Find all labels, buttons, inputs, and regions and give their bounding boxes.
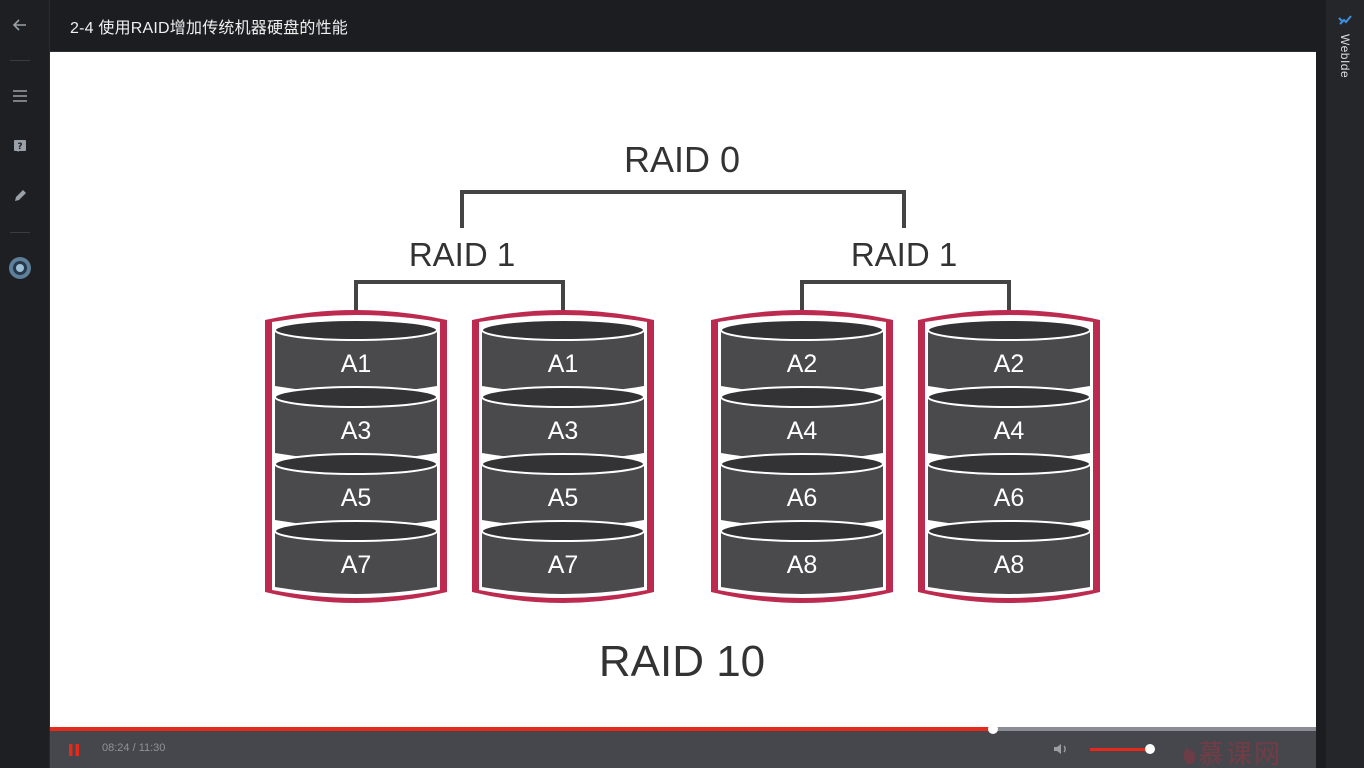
progress-bar[interactable] [50, 724, 1316, 734]
webide-label: WebIde [1338, 34, 1352, 79]
video-title: 2-4 使用RAID增加传统机器硬盘的性能 [70, 19, 348, 37]
player-controls: 08:24 / 11:30 慕课网 [50, 724, 1316, 768]
platter-top [927, 319, 1091, 341]
question-icon[interactable]: ? [0, 130, 40, 162]
watermark-text: 慕课网 [1198, 740, 1283, 768]
platter-label: A4 [994, 417, 1025, 445]
raid1-connector-0 [354, 280, 565, 328]
platter [928, 330, 1090, 393]
pencil-icon[interactable] [0, 180, 40, 212]
platter [928, 531, 1090, 594]
platter-top [927, 453, 1091, 475]
platter [275, 397, 437, 460]
platter-label: A2 [994, 350, 1025, 378]
platter-label: A6 [787, 484, 818, 512]
volume-knob[interactable] [1145, 744, 1155, 754]
platter-top [927, 520, 1091, 542]
pause-button[interactable] [62, 740, 86, 760]
platter [482, 464, 644, 527]
platter-top [720, 319, 884, 341]
platter [482, 397, 644, 460]
platter-top [481, 319, 645, 341]
platter-label: A2 [787, 350, 818, 378]
raid0-label: RAID 0 [624, 139, 740, 180]
raid1-connector-1 [800, 280, 1011, 328]
platter-top [274, 453, 438, 475]
platter [928, 464, 1090, 527]
platter-label: A1 [548, 350, 579, 378]
platter-top [481, 453, 645, 475]
raid1-label-left: RAID 1 [409, 236, 515, 273]
platter-label: A1 [341, 350, 372, 378]
platter-label: A8 [787, 551, 818, 579]
platter [721, 464, 883, 527]
volume-slider[interactable] [1090, 744, 1155, 754]
platter-label: A5 [548, 484, 579, 512]
platter [721, 531, 883, 594]
time-display: 08:24 / 11:30 [102, 742, 166, 754]
platter-top [720, 453, 884, 475]
platter-top [274, 319, 438, 341]
platter-label: A8 [994, 551, 1025, 579]
platter-top [927, 386, 1091, 408]
avatar-icon[interactable] [0, 252, 40, 284]
back-arrow-icon[interactable] [0, 9, 40, 41]
platter-top [274, 520, 438, 542]
platter [482, 330, 644, 393]
webide-tab[interactable]: WebIde [1326, 0, 1364, 90]
raid-diagram: RAID 0 RAID 1 RAID 1 A1A3A5A7A1A3A5A7A2A… [265, 139, 1100, 686]
progress-fill [50, 727, 994, 731]
platter-label: A5 [341, 484, 372, 512]
platter-top [274, 386, 438, 408]
platter [275, 531, 437, 594]
pause-icon [69, 744, 79, 756]
left-sidebar: ? [0, 0, 50, 768]
right-sidebar: WebIde [1316, 0, 1364, 768]
raid1-label-right: RAID 1 [851, 236, 957, 273]
progress-knob[interactable] [988, 724, 999, 734]
platter-top [481, 386, 645, 408]
svg-text:?: ? [17, 142, 22, 152]
platter-top [481, 520, 645, 542]
webide-icon [1338, 15, 1352, 25]
platter-top [720, 386, 884, 408]
watermark-logo [1183, 746, 1196, 765]
platter [721, 397, 883, 460]
raid0-connector [460, 190, 906, 228]
platter-label: A3 [548, 417, 579, 445]
platter-label: A4 [787, 417, 818, 445]
raid10-label: RAID 10 [599, 637, 765, 686]
platter-top [720, 520, 884, 542]
platter-label: A3 [341, 417, 372, 445]
rail-divider [10, 232, 30, 233]
platter-label: A7 [341, 551, 372, 579]
rail-divider [10, 60, 30, 61]
platter [721, 330, 883, 393]
platter-label: A7 [548, 551, 579, 579]
platter [275, 464, 437, 527]
volume-icon[interactable] [1052, 741, 1070, 757]
platter [275, 330, 437, 393]
platter [928, 397, 1090, 460]
title-bar: 2-4 使用RAID增加传统机器硬盘的性能 [50, 0, 1316, 52]
volume-fill [1090, 748, 1150, 751]
platter [482, 531, 644, 594]
menu-icon[interactable] [0, 80, 40, 112]
platter-label: A6 [994, 484, 1025, 512]
